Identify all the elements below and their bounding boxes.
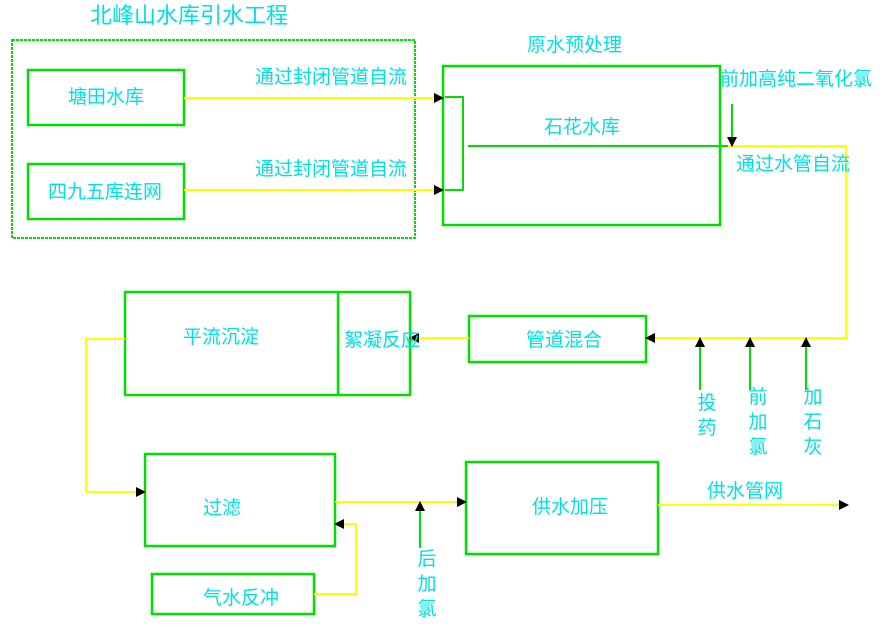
box-pressure-frame xyxy=(464,460,660,556)
box-pressure-label: 供水加压 xyxy=(532,496,609,518)
label-sealed-pipe-1: 通过封闭管道自流 xyxy=(255,66,408,88)
box-filter-frame xyxy=(143,452,337,548)
box-sijiuwu-frame xyxy=(26,162,186,221)
flow-backwash-to-filter xyxy=(314,519,357,595)
label-lime-dosing: 加石灰 xyxy=(803,386,823,458)
flow-sedimentation-to-filter xyxy=(85,338,146,497)
label-sealed-pipe-2: 通过封闭管道自流 xyxy=(255,158,408,180)
box-sijiuwu-label: 四九五库连网 xyxy=(48,181,163,203)
inlet-bracket xyxy=(445,96,464,191)
box-shihua-label: 石花水库 xyxy=(544,116,621,138)
label-pre-chlorination: 前加氯 xyxy=(748,386,768,458)
label-chlorine-dioxide: 前加高纯二氧化氯 xyxy=(720,68,873,90)
label-post-chlorination: 后加氯 xyxy=(417,548,437,620)
label-water-pipe: 通过水管自流 xyxy=(736,153,851,175)
box-mixing-label: 管道混合 xyxy=(526,329,603,351)
intake-group-frame xyxy=(11,39,416,239)
box-backwash-label: 气水反冲 xyxy=(203,587,280,609)
diagram-title: 北峰山水库引水工程 xyxy=(90,4,289,29)
box-yuanshui-label: 原水预处理 xyxy=(527,34,623,56)
box-sedimentation-label: 平流沉淀 xyxy=(183,326,260,348)
box-flocculation-label: 絮凝反应 xyxy=(344,329,421,351)
label-supply-network: 供水管网 xyxy=(707,480,784,502)
box-filter-label: 过滤 xyxy=(203,497,242,519)
box-sedimentation-frame xyxy=(123,290,412,397)
box-tangtian-label: 塘田水库 xyxy=(68,86,145,108)
label-chemical-dosing: 投药 xyxy=(697,392,717,439)
